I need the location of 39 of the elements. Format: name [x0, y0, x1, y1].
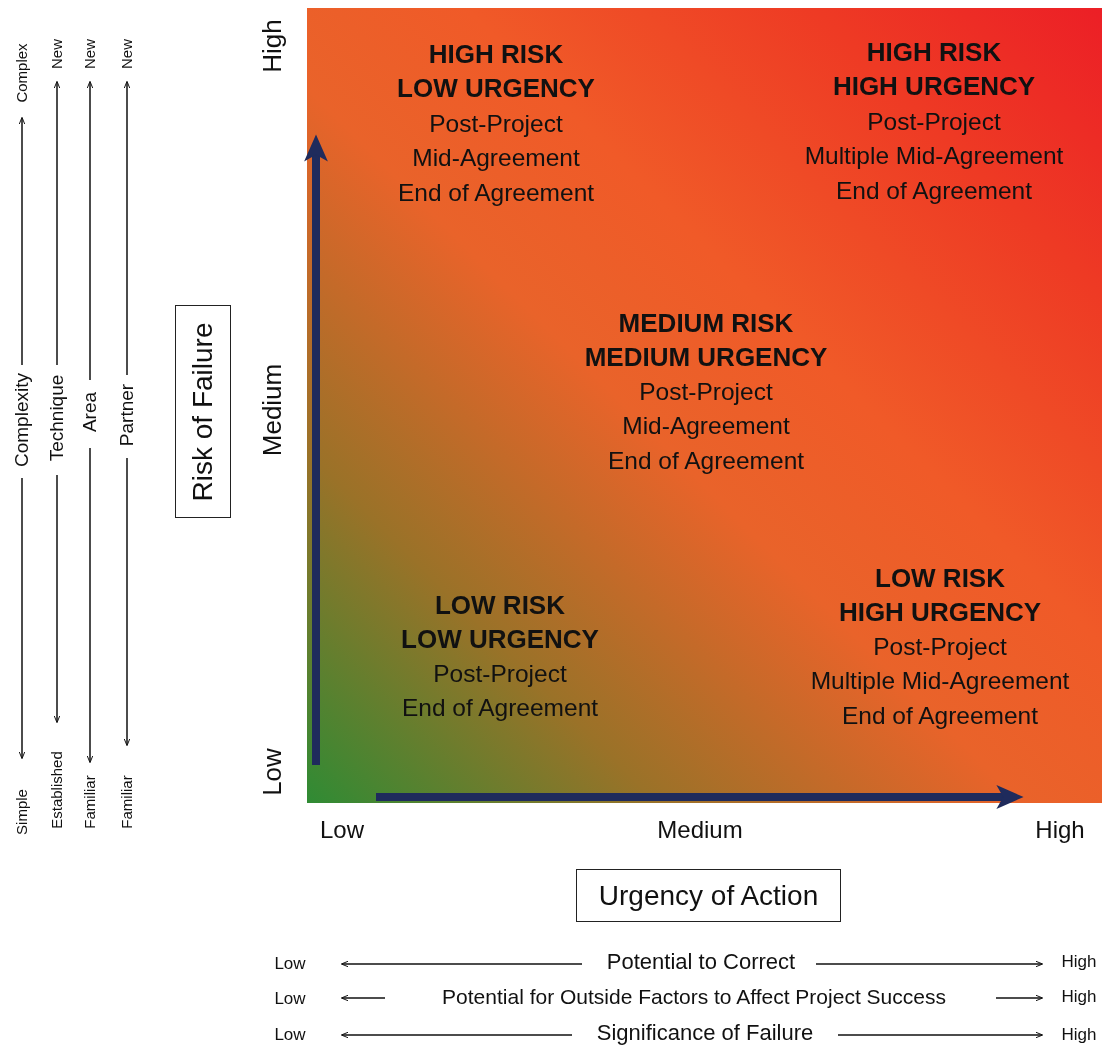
scale-end-label: Low: [274, 954, 306, 974]
risk-matrix-background: [307, 8, 1102, 803]
scale-label: Partner: [116, 383, 138, 447]
axis-title: Urgency of Action: [598, 879, 819, 912]
quadrant-description: Post-Project Mid-Agreement End of Agreement: [607, 376, 805, 476]
axis-tick-label: High: [257, 19, 287, 73]
scale-end-label: Low: [274, 1025, 306, 1045]
scale-end-label: New: [48, 39, 66, 69]
scale-end-label: New: [118, 39, 136, 69]
scale-label: Complexity: [11, 373, 33, 467]
quadrant-heading: HIGH RISK LOW URGENCY: [397, 37, 595, 105]
scale-label: Technique: [46, 374, 68, 462]
quadrant-description: Post-Project Multiple Mid-Agreement End of Agreement: [810, 631, 1070, 731]
quadrant-description: Post-Project Mid-Agreement End of Agreement: [397, 108, 595, 208]
quadrant-heading: LOW RISK HIGH URGENCY: [838, 561, 1042, 629]
axis-title: Risk of Failure: [187, 322, 219, 501]
scale-end-label: New: [81, 39, 99, 69]
scale-end-label: High: [1061, 987, 1097, 1007]
scale-end-label: Familiar: [81, 775, 99, 829]
axis-title-box: [576, 869, 841, 922]
scale-end-label: Simple: [13, 789, 31, 835]
quadrant-description: Post-Project Multiple Mid-Agreement End of Agreement: [804, 106, 1064, 206]
scale-end-label: Complex: [13, 43, 31, 103]
axis-tick-label: Low: [257, 748, 287, 796]
scale-end-label: High: [1061, 1025, 1097, 1045]
axis-tick-label: Medium: [257, 363, 287, 457]
axis-tick-label: High: [1035, 816, 1085, 844]
scale-end-label: High: [1061, 952, 1097, 972]
scale-end-label: Established: [48, 751, 66, 829]
quadrant-description: Post-Project End of Agreement: [401, 658, 599, 723]
axis-title-box: [175, 305, 231, 518]
scale-label: Area: [79, 391, 101, 433]
scale-end-label: Low: [274, 989, 306, 1009]
quadrant-heading: HIGH RISK HIGH URGENCY: [832, 35, 1036, 103]
axis-tick-label: Low: [320, 816, 364, 844]
axis-tick-label: Medium: [657, 816, 743, 844]
quadrant-heading: MEDIUM RISK MEDIUM URGENCY: [584, 306, 828, 374]
scale-end-label: Familiar: [118, 775, 136, 829]
quadrant-heading: LOW RISK LOW URGENCY: [401, 588, 599, 656]
